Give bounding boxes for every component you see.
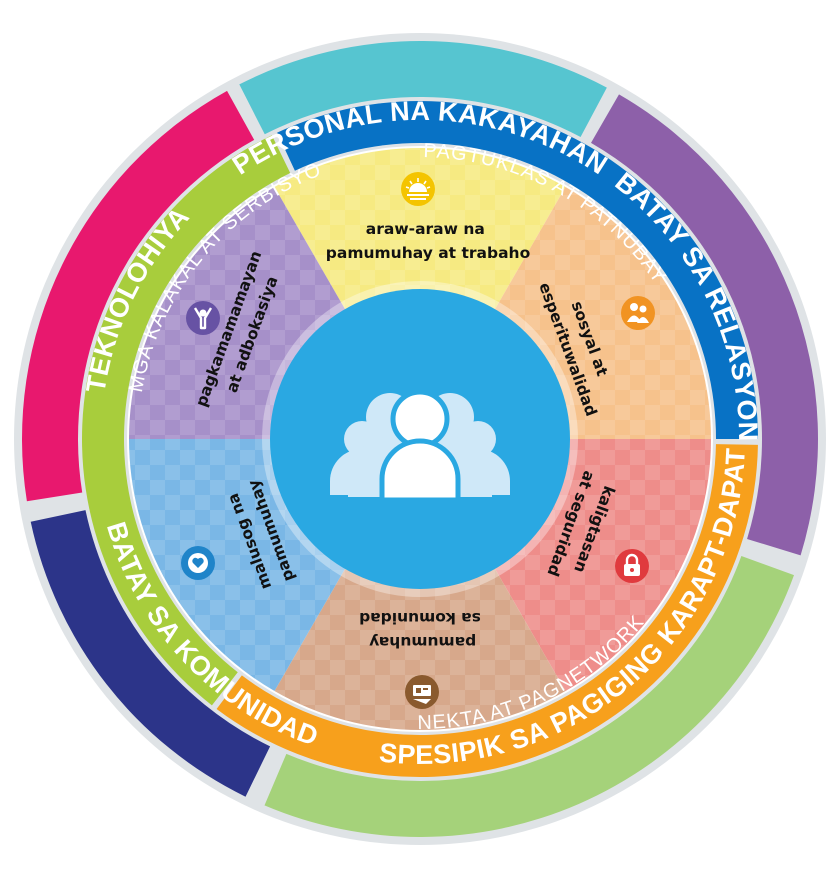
lock-icon — [615, 549, 649, 583]
wedge-label-community-living: pamumuhay sa komunidad — [359, 609, 481, 651]
community-icon — [405, 675, 439, 709]
middle-ring-segment-kalakal — [81, 135, 291, 706]
group-people-icon — [330, 389, 510, 503]
wedge-label-community-living-line2: sa komunidad — [359, 609, 481, 627]
middle-ring-segment-nekta — [216, 444, 758, 777]
middle-ring — [81, 101, 758, 777]
outer-ring-segment-karapat-dapat — [264, 555, 794, 838]
middle-ring-segment-pagtuklas — [277, 101, 758, 439]
wedge-label-community-living-line1: pamumuhay — [369, 633, 476, 651]
outer-ring-segment-personal — [239, 41, 607, 138]
sunrise-icon — [401, 172, 435, 206]
wedge-label-daily-life-line2: pamumuhay at trabaho — [326, 244, 530, 262]
outer-ring-segment-relasyon — [591, 94, 819, 556]
advocacy-icon — [186, 301, 220, 335]
wedge-label-daily-life: araw-araw na pamumuhay at trabaho — [326, 220, 530, 262]
wedge-label-daily-life-line1: araw-araw na — [366, 220, 485, 238]
outer-ring-segment-komunidad — [30, 510, 271, 797]
people-icon — [621, 296, 655, 330]
health-icon — [181, 546, 215, 580]
outer-ring-segment-teknolohiya — [21, 90, 255, 502]
wedge-icons — [181, 172, 655, 709]
outer-ring — [21, 41, 819, 838]
